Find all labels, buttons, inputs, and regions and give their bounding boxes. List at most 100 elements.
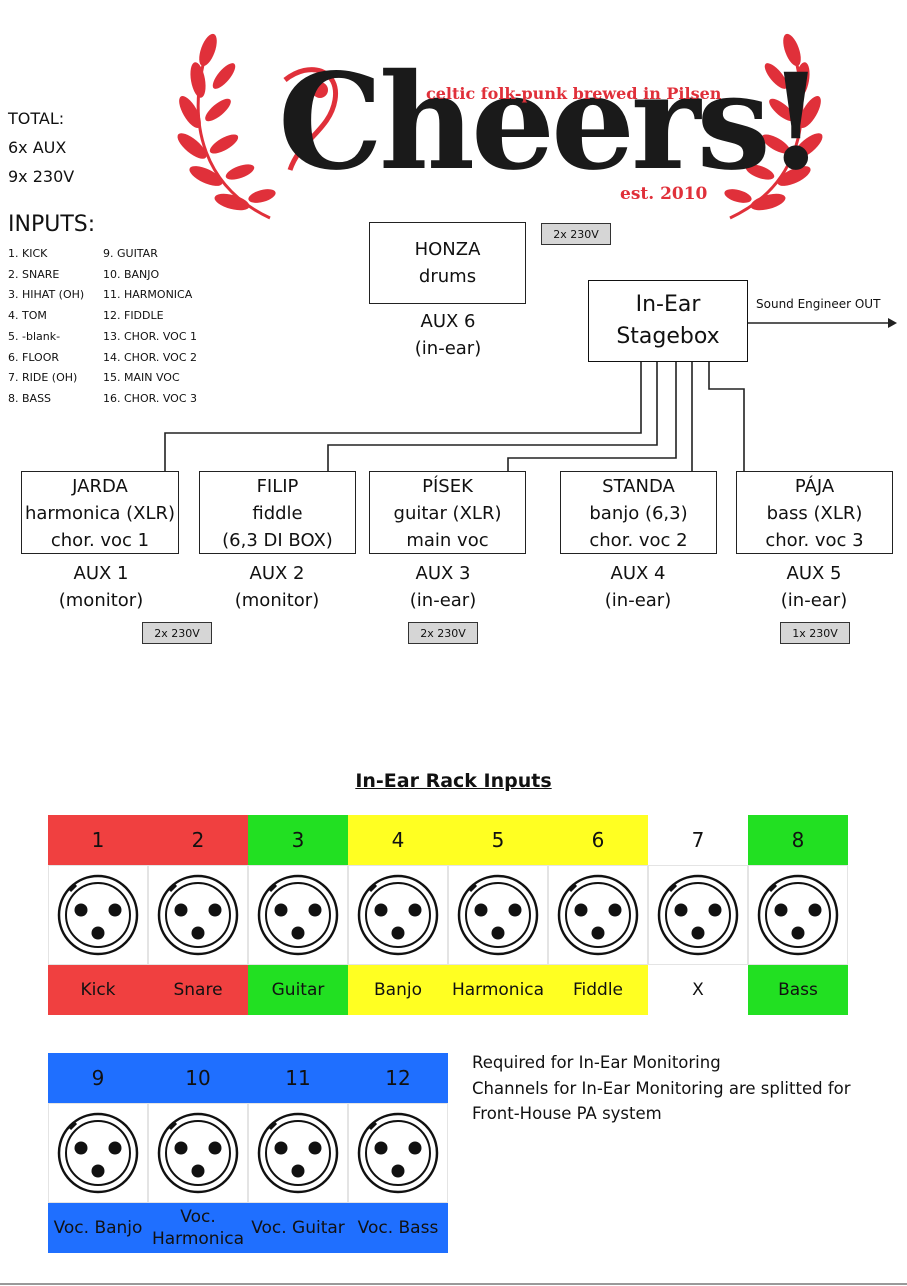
rack-xlr-jack [648, 865, 748, 965]
rack-channel-label: Voc. Bass [348, 1203, 448, 1253]
input-item: 13. CHOR. VOC 1 [103, 329, 198, 343]
laurel-right-icon [724, 33, 823, 220]
member-box-paja: PÁJA bass (XLR) chor. voc 3 [736, 471, 893, 554]
member-name: PÁJA [794, 476, 835, 497]
signal-wires [164, 318, 897, 471]
member-role: chor. voc 2 [589, 530, 688, 551]
member-box-pisek: PÍSEK guitar (XLR) main voc [369, 471, 526, 554]
rack-channel-number: 9 [48, 1053, 148, 1103]
rack-xlr-jack [348, 1103, 448, 1203]
ornament-icon [283, 67, 338, 171]
drummer-instrument: drums [418, 266, 477, 287]
aux-number: AUX 1 [73, 563, 129, 584]
laurel-wreath-logo [177, 33, 823, 220]
xlr-connector-icon [657, 874, 739, 956]
member-power-badge-jarda: 2x 230V [142, 622, 212, 644]
rack-xlr-jack [248, 1103, 348, 1203]
input-item: 14. CHOR. VOC 2 [103, 350, 198, 364]
rack-channel-label: Voc. Banjo [48, 1203, 148, 1253]
member-instrument: fiddle [252, 503, 303, 524]
totals-heading: TOTAL: [8, 109, 65, 128]
xlr-connector-icon [357, 874, 439, 956]
member-box-standa: STANDA banjo (6,3) chor. voc 2 [560, 471, 717, 554]
input-item: 3. HIHAT (OH) [8, 288, 85, 302]
member-box-jarda: JARDA harmonica (XLR) chor. voc 1 [21, 471, 179, 554]
rack-title: In-Ear Rack Inputs [355, 770, 552, 792]
xlr-connector-icon [157, 1112, 239, 1194]
rack-channel-label: Guitar [248, 965, 348, 1015]
xlr-connector-icon [57, 1112, 139, 1194]
xlr-connector-icon [357, 1112, 439, 1194]
input-item: 2. SNARE [8, 267, 60, 281]
rack-channel-number: 7 [648, 815, 748, 865]
xlr-connector-icon [457, 874, 539, 956]
totals-block: TOTAL: 6x AUX 9x 230V [8, 104, 74, 191]
stagebox-line2: Stagebox [616, 324, 720, 349]
input-item: 10. BANJO [103, 267, 160, 281]
rack-channel-number: 11 [248, 1053, 348, 1103]
rack-xlr-jack [148, 865, 248, 965]
drummer-name: HONZA [414, 239, 481, 260]
rack-channel-number: 5 [448, 815, 548, 865]
rack-channel-label: Harmonica [448, 965, 548, 1015]
inputs-list-col1: 1. KICK 2. SNARE 3. HIHAT (OH) 4. TOM 5.… [8, 244, 84, 410]
rack-xlr-jack [448, 865, 548, 965]
rack-xlr-jack [148, 1103, 248, 1203]
member-aux-filip: AUX 2 (monitor) [197, 560, 357, 614]
member-instrument: harmonica (XLR) [24, 503, 176, 524]
input-item: 5. -blank- [8, 329, 61, 343]
in-ear-note: Required for In-Ear Monitoring Channels … [472, 1050, 851, 1127]
input-item: 6. FLOOR [8, 350, 60, 364]
rack-xlr-jack [348, 865, 448, 965]
member-aux-pisek: AUX 3 (in-ear) [363, 560, 523, 614]
member-role: (6,3 DI BOX) [222, 530, 333, 551]
rack-xlr-jack [48, 1103, 148, 1203]
note-line: Channels for In-Ear Monitoring are split… [472, 1078, 851, 1098]
input-item: 11. HARMONICA [103, 288, 193, 302]
rack-channel-number: 6 [548, 815, 648, 865]
rack-channel-label: Snare [148, 965, 248, 1015]
input-item: 15. MAIN VOC [103, 371, 180, 385]
aux-number: AUX 5 [786, 563, 842, 584]
input-item: 8. BASS [8, 391, 52, 405]
rack-channel-label: Voc. Harmonica [148, 1203, 248, 1253]
drummer-aux: AUX 6 (in-ear) [368, 308, 528, 362]
member-aux-paja: AUX 5 (in-ear) [734, 560, 894, 614]
input-item: 1. KICK [8, 247, 48, 260]
totals-power: 9x 230V [8, 167, 75, 186]
rack-channel-number: 10 [148, 1053, 248, 1103]
aux-number: AUX 3 [415, 563, 471, 584]
member-aux-standa: AUX 4 (in-ear) [558, 560, 718, 614]
member-role: chor. voc 1 [50, 530, 150, 551]
xlr-connector-icon [557, 874, 639, 956]
member-instrument: bass (XLR) [766, 503, 863, 524]
aux-type: (monitor) [234, 590, 320, 611]
in-ear-stagebox: In-Ear Stagebox [588, 280, 748, 362]
rack-channel-number: 8 [748, 815, 848, 865]
laurel-left-icon [177, 33, 276, 220]
rack-xlr-jack [248, 865, 348, 965]
logo-wordmark: Cheers! [278, 45, 825, 200]
member-name: PÍSEK [422, 476, 473, 497]
rack-channel-number: 2 [148, 815, 248, 865]
member-name: JARDA [72, 476, 128, 497]
stagebox-line1: In-Ear [635, 292, 701, 317]
rack-xlr-jack [48, 865, 148, 965]
member-name: STANDA [602, 476, 675, 497]
page-bottom-border [0, 1283, 907, 1285]
input-item: 16. CHOR. VOC 3 [103, 391, 198, 405]
rack-channel-number: 4 [348, 815, 448, 865]
rack-xlr-jack [548, 865, 648, 965]
inputs-list-col2: 9. GUITAR 10. BANJO 11. HARMONICA 12. FI… [103, 244, 197, 410]
logo-established: est. 2010 [620, 184, 708, 204]
member-name: FILIP [256, 476, 299, 497]
rack-channel-label: Fiddle [548, 965, 648, 1015]
rack-channel-label: Bass [748, 965, 848, 1015]
rack-channel-label: X [648, 965, 748, 1015]
rack-channel-label: Kick [48, 965, 148, 1015]
note-line: Front-House PA system [472, 1104, 662, 1123]
aux-type: (monitor) [58, 590, 144, 611]
note-line: Required for In-Ear Monitoring [472, 1053, 721, 1072]
xlr-connector-icon [257, 1112, 339, 1194]
